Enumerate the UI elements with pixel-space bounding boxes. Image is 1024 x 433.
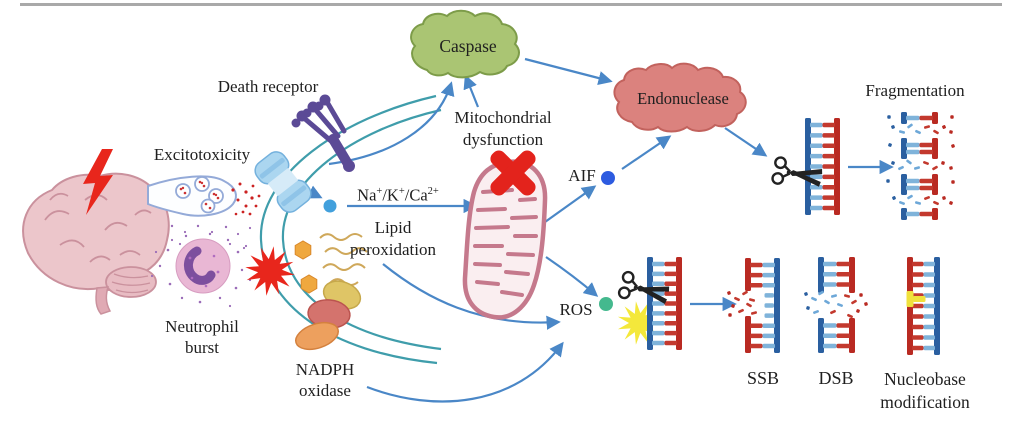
label-neutrophil-burst: Neutrophil burst bbox=[148, 316, 256, 358]
arrow-endonuclease-to-dna bbox=[724, 127, 768, 157]
scissors-icon-top bbox=[771, 156, 823, 187]
membrane-burst-icon bbox=[245, 246, 295, 296]
dna-nucleobase bbox=[906, 257, 940, 355]
arrow-dysfunction-to-caspase bbox=[463, 74, 480, 108]
arrow-mito-to-ros bbox=[545, 256, 599, 297]
label-nucleobase-modification: Nucleobase modification bbox=[858, 368, 992, 414]
lightning-bolt-icon bbox=[83, 149, 113, 215]
caspase-blob bbox=[410, 9, 520, 79]
arrow-aif-to-endonuclease bbox=[621, 135, 672, 170]
ion-flux-sup3: 2+ bbox=[427, 186, 439, 197]
arrow-mito-to-aif bbox=[544, 185, 597, 223]
dna-ros-target bbox=[647, 257, 682, 350]
label-ssb: SSB bbox=[746, 368, 780, 388]
ion-flux-na: Na bbox=[357, 185, 377, 205]
dna-dsb bbox=[818, 257, 855, 353]
label-lipid-line1: Lipid bbox=[374, 218, 412, 237]
dna-fragment-3 bbox=[901, 174, 938, 195]
label-nucleobase-line2: modification bbox=[880, 392, 970, 412]
ion-flux-k: /K bbox=[382, 185, 399, 205]
dna-fragment-4 bbox=[901, 208, 938, 220]
top-rule bbox=[20, 3, 1002, 6]
glycolipid-head-icon bbox=[300, 274, 318, 294]
label-mitochondrial-dysfunction: Mitochondrial dysfunction bbox=[433, 107, 573, 151]
ion-dot bbox=[323, 199, 337, 213]
label-lipid-line2: peroxidation bbox=[350, 240, 436, 259]
neurotransmitter-dots bbox=[231, 182, 261, 216]
ion-channel-icon bbox=[254, 151, 312, 213]
dna-ssb bbox=[745, 258, 780, 353]
ros-dot bbox=[599, 297, 613, 311]
label-neutrophil-line1: Neutrophil bbox=[165, 317, 239, 336]
label-mito-line1: Mitochondrial bbox=[454, 108, 552, 127]
fragmentation-debris bbox=[886, 115, 955, 206]
label-dsb: DSB bbox=[818, 368, 854, 388]
label-excitotoxicity: Excitotoxicity bbox=[153, 145, 251, 164]
brain-icon bbox=[22, 172, 170, 315]
label-ros: ROS bbox=[559, 300, 593, 319]
label-nucleobase-line1: Nucleobase bbox=[884, 369, 966, 389]
label-lipid-peroxidation: Lipid peroxidation bbox=[328, 217, 458, 261]
arrow-caspase-to-endonuclease bbox=[524, 57, 613, 86]
membrane-icon bbox=[259, 94, 442, 365]
aif-dot bbox=[601, 171, 615, 185]
ros-flash-icon bbox=[617, 301, 661, 345]
neutrophil-icon bbox=[150, 232, 252, 308]
death-receptor-icon bbox=[291, 94, 355, 172]
arrow-nadph-to-ros bbox=[366, 341, 564, 403]
dsb-debris bbox=[804, 290, 868, 319]
label-ion-flux: Na+/K+/Ca2+ bbox=[335, 181, 461, 206]
ion-flux-sup1: + bbox=[376, 186, 383, 197]
label-nadph-line2: oxidase bbox=[299, 381, 351, 400]
red-cross-icon bbox=[490, 150, 536, 196]
scissors-icon-bottom bbox=[617, 270, 670, 304]
label-neutrophil-line2: burst bbox=[185, 338, 219, 357]
label-caspase: Caspase bbox=[439, 36, 497, 56]
dna-fragment-2 bbox=[901, 138, 938, 159]
granule-speckles bbox=[150, 232, 252, 308]
glycolipid-head-icon bbox=[294, 240, 312, 260]
endonuclease-blob bbox=[613, 62, 747, 133]
dna-fragment-1 bbox=[901, 112, 938, 124]
mitochondrion-icon bbox=[462, 159, 548, 320]
label-fragmentation: Fragmentation bbox=[865, 81, 965, 100]
ion-flux-sup2: + bbox=[398, 186, 405, 197]
label-endonuclease: Endonuclease bbox=[637, 89, 729, 108]
ssb-debris bbox=[727, 290, 758, 317]
synapse-icon bbox=[147, 175, 261, 250]
label-mito-line2: dysfunction bbox=[462, 130, 544, 149]
ion-flux-ca: /Ca bbox=[404, 185, 428, 205]
label-aif: AIF bbox=[568, 166, 596, 185]
label-nadph-line1: NADPH bbox=[295, 360, 355, 379]
label-nadph-oxidase: NADPH oxidase bbox=[273, 359, 377, 401]
label-death-receptor: Death receptor bbox=[217, 77, 319, 96]
lipid-squiggles-icon bbox=[319, 233, 368, 286]
nadph-oxidase-icon bbox=[295, 280, 362, 351]
arrow-lipid-to-ros bbox=[382, 263, 561, 330]
dna-fragmentation-target bbox=[805, 118, 840, 215]
